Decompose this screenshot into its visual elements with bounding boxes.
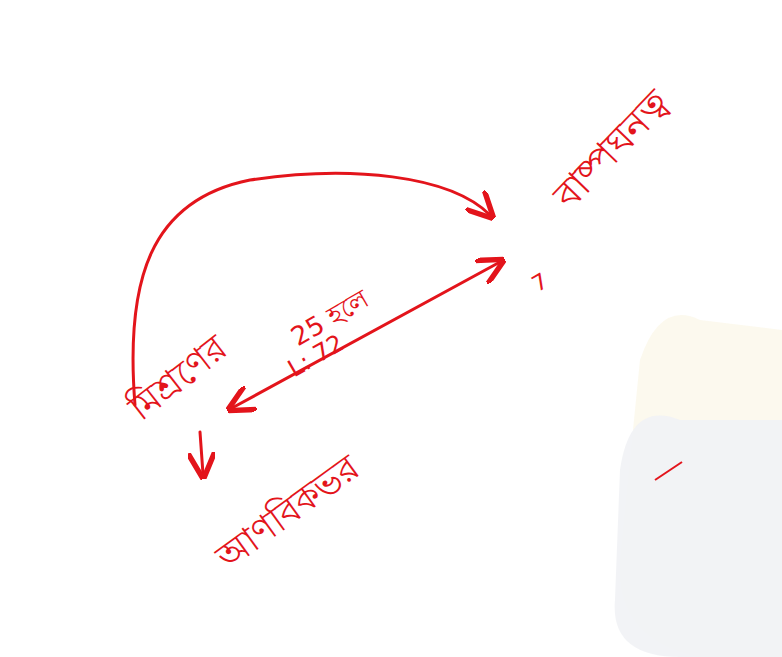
hand-lines	[133, 173, 500, 474]
watermark	[615, 315, 782, 657]
down-arrow	[200, 432, 203, 474]
left-term: মিশ্রণের	[122, 328, 235, 428]
right-term: বাষ্পঘনত্ব	[546, 83, 677, 217]
relation-line	[232, 262, 500, 408]
bottom-term: আণবিকভর	[209, 447, 367, 577]
small-note: 7	[528, 269, 552, 297]
